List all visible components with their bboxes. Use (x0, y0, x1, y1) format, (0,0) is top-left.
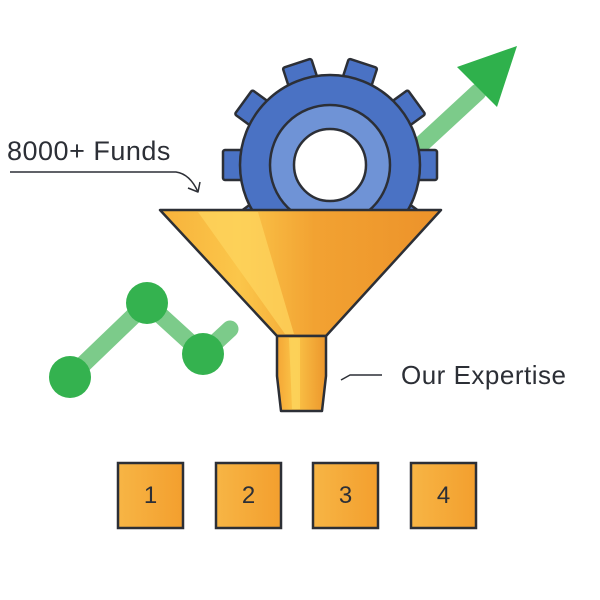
box-number: 3 (339, 482, 352, 509)
funnel-icon (158, 208, 443, 413)
numbered-boxes: 1 2 3 4 (116, 461, 478, 530)
funds-callout: 8000+ Funds (7, 136, 201, 193)
box-number: 1 (144, 482, 157, 509)
expertise-callout: Our Expertise (340, 360, 566, 390)
expertise-label: Our Expertise (401, 360, 566, 390)
trend-arrow-head-icon (457, 46, 517, 107)
box-4: 4 (409, 461, 478, 530)
trend-dot (126, 282, 168, 324)
box-1: 1 (116, 461, 185, 530)
box-2: 2 (214, 461, 283, 530)
box-3: 3 (311, 461, 380, 530)
box-number: 2 (242, 482, 255, 509)
funds-pointer-tip-icon (187, 181, 201, 193)
box-number: 4 (437, 482, 450, 509)
funds-label: 8000+ Funds (7, 136, 171, 166)
funds-pointer-line (10, 171, 199, 193)
trend-dot (182, 333, 224, 375)
expertise-pointer-line (340, 374, 382, 381)
trend-dot (49, 356, 91, 398)
